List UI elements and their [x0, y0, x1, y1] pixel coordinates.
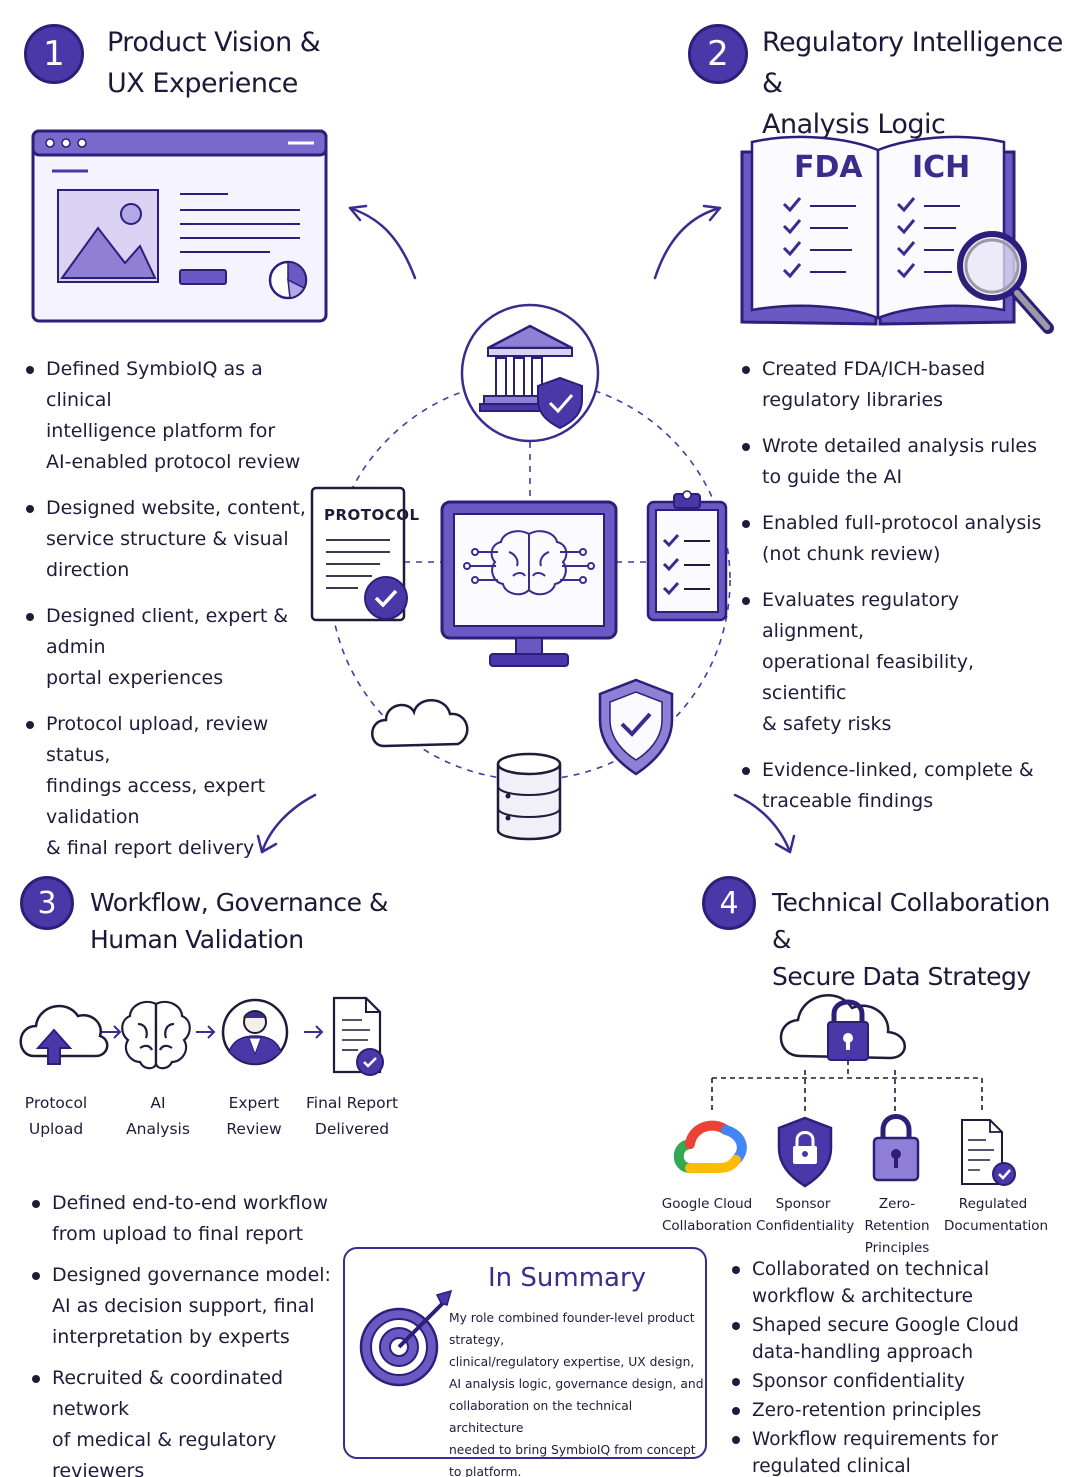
list-item: Designed website, content,service struct…: [24, 493, 324, 586]
list-item: Designed governance model:AI as decision…: [30, 1260, 340, 1353]
arrow-to-section-4: [733, 793, 792, 854]
section-3-title-line2: Human Validation: [90, 925, 304, 954]
bank-icon: [479, 324, 573, 412]
cloud-upload-icon: [19, 1004, 109, 1065]
section-2-title-line2: Analysis Logic: [762, 109, 946, 140]
arrow-to-section-3: [260, 793, 317, 854]
zero-retention-lock-icon: [872, 1114, 920, 1182]
list-item: Zero-retention principles: [730, 1397, 1030, 1424]
protocol-label: PROTOCOL: [324, 506, 420, 524]
section-3-title-line1: Workflow, Governance &: [90, 888, 388, 917]
list-item: Evidence-linked, complete &traceable fin…: [740, 755, 1050, 817]
summary-text: My role combined founder-level product s…: [449, 1311, 704, 1477]
center-hub-diagram: [256, 204, 796, 854]
section-4-badge: 4: [702, 876, 756, 930]
section-3-title: Workflow, Governance & Human Validation: [90, 884, 388, 958]
regulated-document-icon: [961, 1119, 1016, 1186]
list-item: Sponsor confidentiality: [730, 1368, 1030, 1395]
brain-icon: [121, 1000, 191, 1070]
final-report-icon: [332, 996, 384, 1076]
summary-box: In Summary My role combined founder-leve…: [343, 1247, 707, 1477]
expert-avatar-icon: [221, 998, 289, 1066]
section-2-badge: 2: [688, 24, 748, 84]
secure-data-icons: [673, 993, 1016, 1188]
section-4-title-line1: Technical Collaboration &: [772, 888, 1050, 954]
arrow-to-section-2: [653, 206, 722, 280]
section-4-title: Technical Collaboration & Secure Data St…: [772, 884, 1065, 995]
section-2-title-line1: Regulatory Intelligence &: [762, 27, 1063, 99]
protocol-document-icon: [310, 486, 408, 622]
section-1-number: 1: [43, 34, 65, 74]
database-icon: [496, 752, 562, 841]
open-book-icon: [740, 135, 1054, 334]
section-3-number: 3: [37, 885, 57, 921]
section-2-title: Regulatory Intelligence & Analysis Logic: [762, 22, 1065, 145]
google-cloud-icon: [673, 1120, 747, 1173]
section-2-number: 2: [707, 34, 729, 74]
book-label-fda: FDA: [794, 150, 863, 185]
target-dart-icon: [359, 1289, 453, 1387]
shield-check-icon: [537, 376, 583, 430]
section-4-title-line2: Secure Data Strategy: [772, 962, 1031, 991]
security-shield-icon: [598, 678, 674, 776]
summary-title: In Summary: [487, 1263, 647, 1293]
sponsor-shield-lock-icon: [777, 1116, 833, 1188]
section-1-title-line2: UX Experience: [107, 68, 298, 99]
list-item: Evaluates regulatory alignment,operation…: [740, 585, 1050, 740]
section-1-badge: 1: [24, 24, 84, 84]
section-1-title: Product Vision & UX Experience: [107, 22, 321, 104]
section-4-number: 4: [719, 885, 739, 921]
book-label-ich: ICH: [912, 150, 971, 185]
section-1-title-line1: Product Vision &: [107, 27, 321, 58]
cloud-icon: [371, 699, 469, 748]
list-item: Protocol upload, review status,findings …: [24, 709, 324, 864]
list-item: Enabled full-protocol analysis(not chunk…: [740, 508, 1050, 570]
monitor-brain-icon: [440, 500, 618, 667]
browser-window-icon: [31, 129, 328, 323]
arrow-to-section-1: [348, 206, 417, 280]
cloud-lock-icon: [779, 993, 906, 1061]
section-3-badge: 3: [20, 876, 74, 930]
clipboard-checklist-icon: [646, 490, 728, 622]
workflow-icons: [19, 996, 384, 1076]
